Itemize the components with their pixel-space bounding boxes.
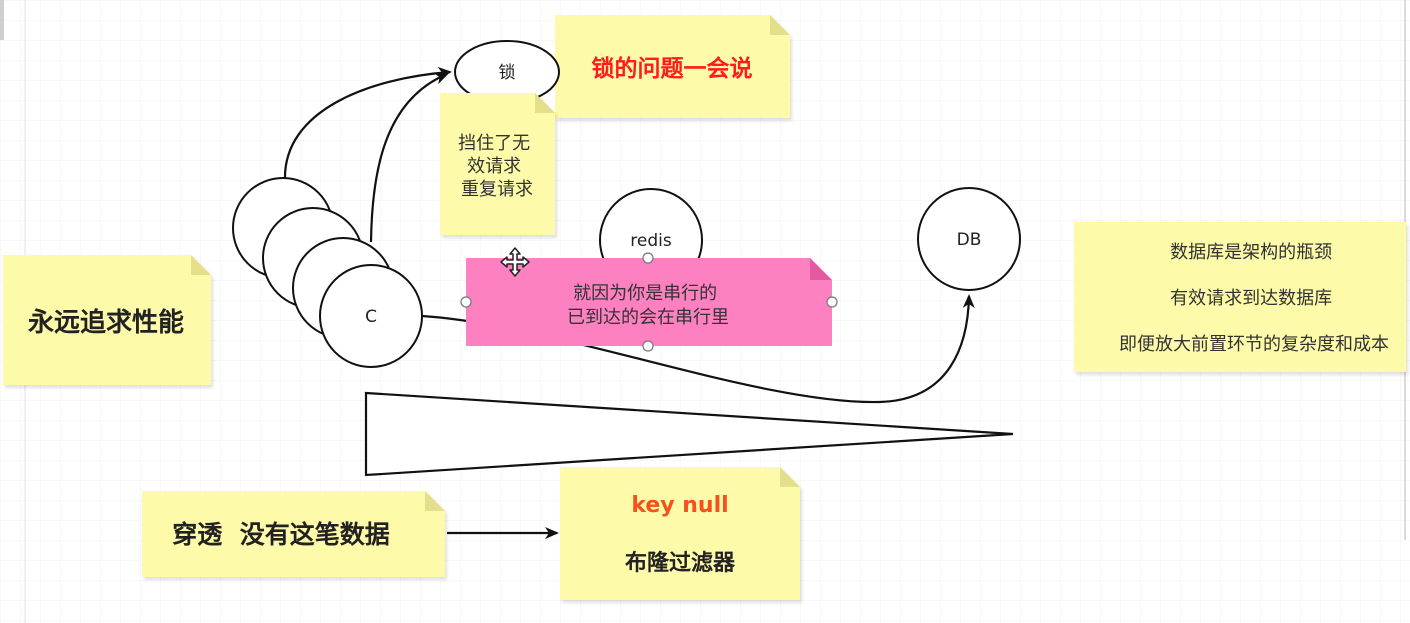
serial-line-2: 已到达的会在串行里 — [567, 307, 729, 328]
serial-note-text: 就因为你是串行的 已到达的会在串行里 — [567, 283, 729, 328]
move-cursor-icon — [500, 247, 530, 277]
blocked-line-3: 重复请求 — [461, 179, 533, 200]
selection-handle-top[interactable] — [642, 252, 654, 264]
penetration-note-text: 穿透 没有这笔数据 — [172, 520, 389, 549]
canvas-left-edge — [0, 0, 4, 40]
selection-handle-left[interactable] — [460, 296, 472, 308]
lock-label: 锁 — [499, 63, 516, 83]
connector-client-to-lock-2[interactable] — [369, 72, 449, 243]
performance-note-text: 永远追求性能 — [28, 307, 184, 338]
db-label: DB — [957, 230, 982, 250]
selection-handle-right[interactable] — [826, 296, 838, 308]
selection-handle-bottom[interactable] — [642, 340, 654, 352]
db-circle[interactable]: DB — [917, 187, 1021, 291]
bloom-note-subtitle: 布隆过滤器 — [625, 550, 736, 576]
db-bottleneck-line-3: 即便放大前置环节的复杂度和成本 — [1119, 334, 1389, 355]
sticky-note-penetration[interactable]: 穿透 没有这笔数据 — [142, 491, 445, 577]
sticky-note-bloom-filter[interactable]: key null 布隆过滤器 — [560, 467, 800, 600]
pink-note-serial[interactable]: 就因为你是串行的 已到达的会在串行里 — [466, 258, 832, 346]
lock-ellipse[interactable]: 锁 — [454, 40, 560, 104]
blocked-note-text: 挡住了无 效请求 重复请求 — [458, 133, 536, 200]
sticky-note-lock-later[interactable]: 锁的问题一会说 — [555, 15, 790, 118]
bloom-note-title: key null — [631, 493, 728, 518]
db-bottleneck-line-1: 数据库是架构的瓶颈 — [1170, 242, 1332, 263]
sticky-note-blocked-requests[interactable]: 挡住了无 效请求 重复请求 — [440, 93, 555, 235]
blocked-line-1: 挡住了无 — [458, 133, 530, 154]
connector-client-to-lock-1[interactable] — [283, 66, 452, 181]
redis-label: redis — [630, 231, 672, 251]
serial-line-1: 就因为你是串行的 — [573, 283, 717, 304]
blocked-line-2: 效请求 — [467, 156, 521, 177]
db-bottleneck-line-2: 有效请求到达数据库 — [1170, 288, 1332, 309]
sticky-note-db-bottleneck[interactable]: 数据库是架构的瓶颈 有效请求到达数据库 即便放大前置环节的复杂度和成本 — [1074, 222, 1406, 372]
lock-note-text: 锁的问题一会说 — [592, 55, 753, 82]
client-circle-c[interactable]: C — [319, 264, 423, 368]
funnel-triangle[interactable] — [364, 391, 1014, 477]
db-bottleneck-note-text: 数据库是架构的瓶颈 有效请求到达数据库 即便放大前置环节的复杂度和成本 — [1119, 242, 1389, 355]
client-label: C — [365, 307, 377, 327]
sticky-note-performance[interactable]: 永远追求性能 — [3, 255, 211, 385]
